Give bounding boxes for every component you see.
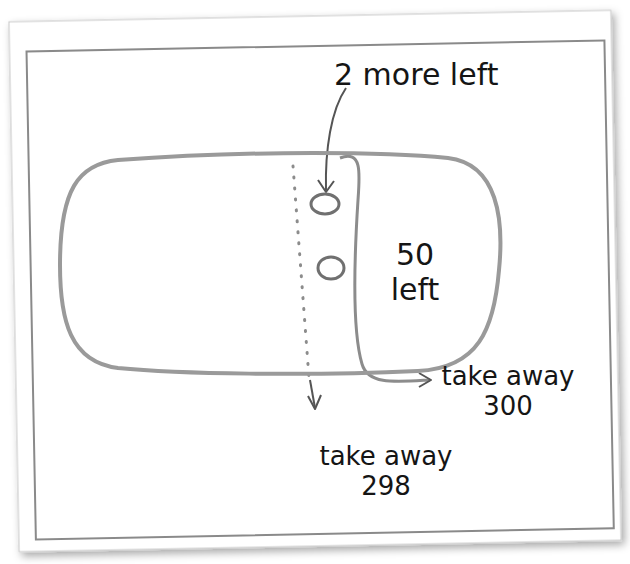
arrow-head [419,373,431,387]
arrow-head [318,180,334,192]
dotted-split-line [293,166,309,378]
inner-frame [27,40,614,539]
annotation-text: 2 more left [334,58,574,93]
small-oval [311,194,339,214]
annotation-text: take away 300 [428,362,588,422]
paper-card [9,10,621,551]
blob-path [60,153,500,374]
region-blob: 50 left [58,150,500,380]
annotation-text: take away 298 [306,442,466,502]
arrow-head [308,395,321,409]
small-oval [318,257,344,279]
leader-line [326,88,346,190]
region-label: 50 left [380,238,450,307]
